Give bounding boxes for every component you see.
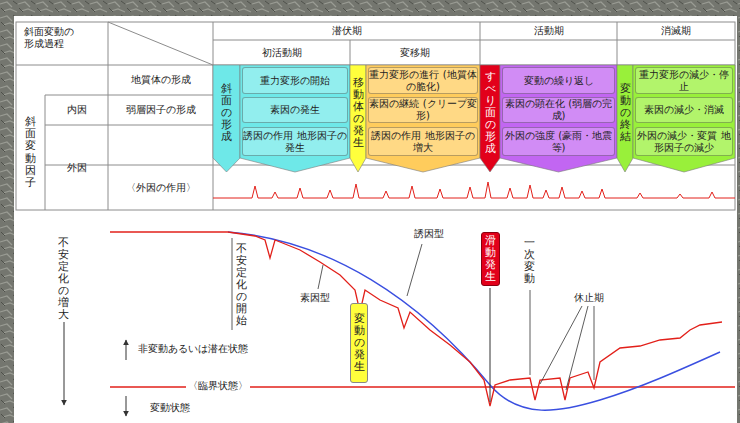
panel: [14, 16, 737, 423]
cell-text: 斜面変動の 形成過程: [24, 26, 80, 50]
row-header: 内因: [45, 95, 108, 125]
vertical-label: 変動の発生: [354, 313, 365, 373]
external-force-spikes: [213, 182, 735, 198]
cell-text: 重力変形の減少・停止: [636, 69, 732, 93]
row-header: 地質体の形成: [108, 65, 213, 95]
stage-cell: 素因の減少・消滅: [635, 97, 733, 123]
cell-text: 内因: [67, 104, 87, 116]
cell-text: 変動の繰り返し: [524, 75, 594, 87]
stage-cell: 素因の発生: [242, 97, 348, 123]
subperiod-header: 変移期: [350, 40, 480, 65]
event-box: 変動の発生: [350, 303, 368, 383]
cell-text: 潜伏期: [332, 25, 362, 37]
table-grid: [16, 22, 735, 210]
cell-text: 外因: [67, 162, 87, 174]
cell-text: 素因の減少・消滅: [644, 104, 724, 116]
row-header: 弱層因子の形成: [108, 95, 213, 125]
cell-text: 活動期: [534, 25, 564, 37]
period-header: 活動期: [480, 22, 617, 40]
vertical-label: 斜面の形成: [221, 83, 232, 143]
state-label: 非変動あるいは潜在状態: [138, 343, 248, 355]
vertical-label: 斜面変動因子: [25, 116, 36, 189]
cell-text: 〈外因の作用〉: [126, 182, 196, 194]
stage-cell: 誘因の作用 地形因子の増大: [368, 127, 478, 156]
stage-cell: 重力変形の開始: [242, 67, 348, 94]
onset-label: 不安定化の開始: [236, 242, 247, 326]
cell-text: 弱層因子の形成: [126, 104, 196, 116]
cell-text: 誘因の作用 地形因子の増大: [369, 130, 477, 154]
curve-label: 素因型: [300, 292, 330, 304]
cell-text: 変移期: [400, 47, 430, 59]
cell-text: 重力変形の進行 (地質体の脆化): [369, 69, 477, 93]
stage-column: 移動体の発生: [350, 67, 366, 159]
row-header: 外因: [45, 125, 108, 210]
stage-cell: 素因の顕在化 (弱層の完成): [502, 97, 615, 123]
vertical-label: 変動の終結: [620, 83, 631, 143]
cell-text: 外因の減少・変質 地形因子の減少: [636, 130, 732, 154]
cell-text: 素因の継続 (クリープ変形): [369, 98, 477, 122]
spike-line: [213, 182, 735, 198]
cell-text: 消滅期: [661, 25, 691, 37]
stage-cell: 素因の継続 (クリープ変形): [368, 97, 478, 123]
stage-column: 変動の終結: [617, 67, 633, 159]
stage-cell: 外因の強度 (豪雨・地震等): [502, 127, 615, 156]
stage-cell: 重力変形の減少・停止: [635, 67, 733, 94]
axis-label: 不安定化の増大: [58, 236, 69, 320]
event-box: 滑動発生: [481, 232, 500, 286]
cell-text: 誘因の作用 地形因子の発生: [243, 130, 347, 154]
period-label: 休止期: [574, 292, 604, 304]
curve-label: 誘因型: [414, 228, 444, 240]
stage-column: すべり面の形成: [480, 67, 500, 159]
stage-cell: 重力変形の進行 (地質体の脆化): [368, 67, 478, 94]
vertical-label: 滑動発生: [485, 235, 496, 283]
cell-text: 地質体の形成: [131, 74, 191, 86]
cell-text: 外因の強度 (豪雨・地震等): [503, 130, 614, 154]
state-label: 変動状態: [150, 402, 190, 414]
period-header: 消滅期: [617, 22, 735, 40]
instability-chart: [64, 232, 735, 416]
period-header: 潜伏期: [213, 22, 480, 40]
stage-column: 斜面の形成: [213, 67, 240, 159]
stage-cell: 外因の減少・変質 地形因子の減少: [635, 127, 733, 156]
cell-text: 重力変形の開始: [260, 75, 330, 87]
stage-bands: [213, 65, 735, 172]
event-label: 一次変動: [524, 236, 535, 284]
vertical-label: すべり面の形成: [485, 71, 496, 156]
header-cell: 斜面変動の 形成過程: [16, 22, 108, 65]
subperiod-header: 初活動期: [213, 40, 350, 65]
row-group-header: 斜面変動因子: [16, 95, 45, 210]
cell-text: 初活動期: [262, 47, 302, 59]
stage-cell: 変動の繰り返し: [502, 67, 615, 94]
row-header: 〈外因の作用〉: [108, 165, 213, 210]
cell-text: 素因の発生: [270, 104, 320, 116]
cell-text: 素因の顕在化 (弱層の完成): [503, 98, 614, 122]
vertical-label: 移動体の発生: [353, 77, 364, 150]
critical-label: 〈臨界状態〉: [186, 380, 250, 392]
stage-cell: 誘因の作用 地形因子の発生: [242, 127, 348, 156]
